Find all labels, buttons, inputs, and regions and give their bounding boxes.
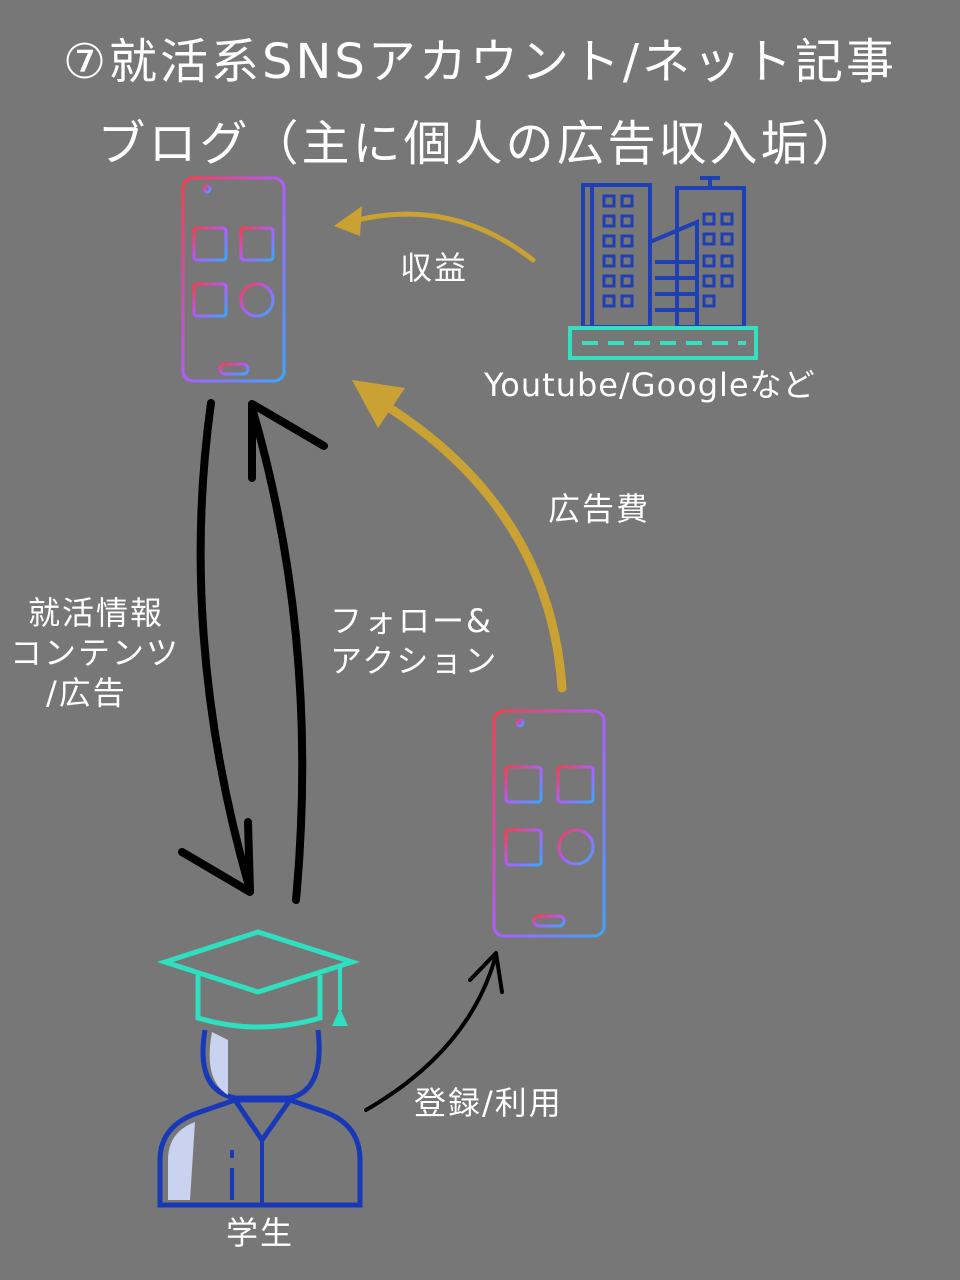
content-label-line1: 就活情報 <box>28 594 165 632</box>
register-label: 登録/利用 <box>414 1084 563 1122</box>
revenue-arrow <box>334 206 536 263</box>
follow-label-line1: フォロー& <box>330 602 493 640</box>
graduate-student-icon <box>156 929 363 1208</box>
smartphone-icon <box>492 709 606 938</box>
content-label-line3: /広告 <box>46 674 127 712</box>
buildings-icon <box>568 176 758 360</box>
content-label-line2: コンテンツ <box>10 634 181 672</box>
revenue-label: 収益 <box>400 249 469 287</box>
student-label: 学生 <box>226 1214 295 1252</box>
ad-cost-arrow <box>352 380 567 693</box>
content-arrow <box>178 399 254 896</box>
follow-label-line2: アクション <box>330 642 499 680</box>
diagram-title-line1: ⑦就活系SNSアカウント/ネット記事 <box>62 34 898 90</box>
follow-action-arrow <box>248 400 328 904</box>
diagram-title-line2: ブログ（主に個人の広告収入垢） <box>97 116 863 172</box>
register-arrow <box>364 951 504 1112</box>
smartphone-icon <box>181 176 286 383</box>
ad-cost-label: 広告費 <box>548 490 651 528</box>
company-label: Youtube/Googleなど <box>484 366 816 404</box>
